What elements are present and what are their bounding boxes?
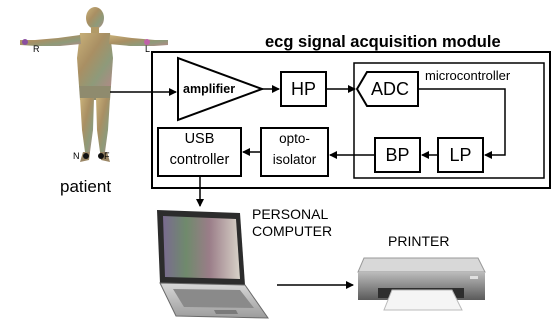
- microcontroller-frame: [353, 62, 545, 179]
- opto-box: [260, 127, 329, 177]
- computer-label-line2: COMPUTER: [252, 223, 333, 239]
- electrode-n-label: N: [73, 151, 80, 161]
- opto-label-line2: isolator: [272, 152, 317, 167]
- printer-icon: [357, 257, 486, 311]
- microcontroller-label: microcontroller: [425, 68, 511, 83]
- module-title: ecg signal acquisition module: [265, 33, 501, 51]
- amplifier-label: amplifier: [183, 82, 236, 96]
- electrode-r-label: R: [33, 44, 40, 54]
- patient-label: patient: [60, 177, 112, 196]
- computer-label-line1: PERSONAL: [252, 206, 329, 222]
- lp-box: [437, 137, 484, 173]
- usb-box: [157, 127, 242, 177]
- adc-box: [355, 71, 419, 107]
- usb-label-line1: USB: [184, 131, 215, 147]
- bp-label: BP: [385, 145, 410, 165]
- patient-figure: [20, 7, 168, 162]
- adc-to-lp-arrow: [418, 88, 506, 159]
- hp-box: [280, 71, 327, 107]
- printer-label: PRINTER: [388, 233, 450, 249]
- laptop-icon: [157, 210, 269, 319]
- electrode-f-label: F: [104, 151, 110, 161]
- adc-label: ADC: [370, 79, 409, 99]
- electrode-n-dot: [83, 153, 89, 159]
- electrode-l-label: L: [145, 44, 151, 54]
- opto-label-line1: opto-: [279, 131, 310, 146]
- hp-label: HP: [290, 79, 316, 99]
- electrode-r-dot: [22, 39, 28, 45]
- usb-label-line2: controller: [169, 152, 230, 168]
- module-frame: [151, 51, 551, 189]
- amplifier-triangle: [177, 56, 265, 122]
- lp-label: LP: [449, 145, 472, 165]
- electrode-l-dot: [144, 39, 150, 45]
- electrode-f-dot: [98, 153, 104, 159]
